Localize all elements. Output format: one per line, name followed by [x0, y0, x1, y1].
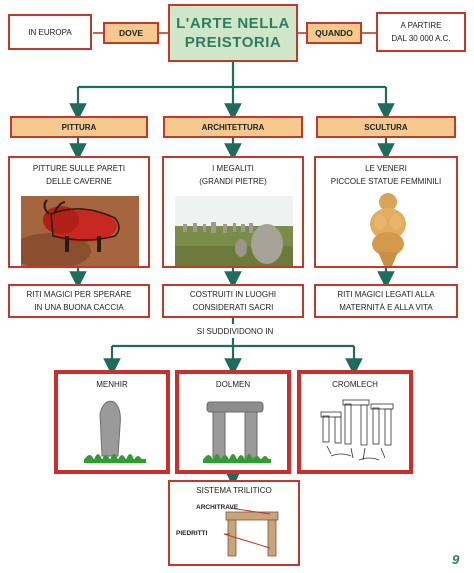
purpose-box-architettura: COSTRUITI IN LUOGHI CONSIDERATI SACRI [162, 284, 304, 318]
where-label: DOVE [118, 27, 144, 38]
category-label-text: ARCHITETTURA [201, 122, 265, 132]
where-label-box: DOVE [103, 22, 159, 44]
trilithic-diagram [223, 507, 279, 557]
category-label-text: SCULTURA [364, 122, 408, 132]
category-label-scultura: SCULTURA [316, 116, 456, 138]
description-text: PICCOLE STATUE FEMMINILI [330, 177, 442, 186]
venus-statue-image [370, 193, 406, 266]
purpose-text: RITI MAGICI LEGATI ALLA [337, 290, 435, 299]
purpose-text: CONSIDERATI SACRI [192, 303, 274, 312]
cromlech-icon [320, 399, 394, 461]
purpose-box-scultura: RITI MAGICI LEGATI ALLA MATERNITÀ E ALLA… [314, 284, 458, 318]
when-value-box: A PARTIRE DAL 30 000 A.C. [376, 12, 466, 52]
megaliths-image [175, 196, 293, 266]
purpose-text: IN UNA BUONA CACCIA [34, 303, 124, 312]
category-label-text: PITTURA [61, 122, 97, 132]
dolmen-icon [203, 401, 271, 463]
piedritti-label: PIEDRITTI [176, 530, 208, 537]
when-label-box: QUANDO [306, 22, 362, 44]
type-label: MENHIR [96, 380, 128, 389]
title-line-1: L'ARTE NELLA [176, 15, 290, 32]
category-label-architettura: ARCHITETTURA [163, 116, 303, 138]
description-text: I MEGALITI [212, 164, 254, 173]
purpose-text: COSTRUITI IN LUOGHI [189, 290, 277, 299]
cave-painting-image [21, 196, 139, 266]
description-box-architettura: I MEGALITI (GRANDI PIETRE) [162, 156, 304, 268]
type-label: CROMLECH [332, 380, 378, 389]
when-value-line-2: DAL 30 000 A.C. [391, 34, 451, 43]
purpose-text: MATERNITÀ E ALLA VITA [339, 303, 433, 312]
description-text: (GRANDI PIETRE) [199, 177, 267, 186]
title-line-2: PREISTORIA [184, 34, 282, 51]
purpose-text: RITI MAGICI PER SPERARE [26, 290, 132, 299]
description-box-pittura: PITTURE SULLE PARETI DELLE CAVERNE [8, 156, 150, 268]
subdivision-label: SI SUDDIVIDONO IN [170, 324, 300, 338]
description-box-scultura: LE VENERI PICCOLE STATUE FEMMINILI [314, 156, 458, 268]
where-value: IN EUROPA [28, 27, 72, 37]
purpose-box-pittura: RITI MAGICI PER SPERARE IN UNA BUONA CAC… [8, 284, 150, 318]
page-number: 9 [452, 552, 460, 567]
type-label: DOLMEN [215, 380, 251, 389]
when-label: QUANDO [315, 27, 353, 38]
type-box-menhir: MENHIR [54, 370, 170, 474]
architrave-label: ARCHITRAVE [196, 504, 239, 511]
trilithic-title: SISTEMA TRILITICO [196, 486, 272, 495]
category-label-pittura: PITTURA [10, 116, 148, 138]
description-text: DELLE CAVERNE [46, 177, 112, 186]
trilithic-system-box: SISTEMA TRILITICO ARCHITRAVE PIEDRITTI [168, 480, 300, 566]
description-text: LE VENERI [365, 164, 407, 173]
page-title: L'ARTE NELLA PREISTORIA [168, 4, 298, 62]
when-value-line-1: A PARTIRE [400, 21, 442, 30]
menhir-icon [84, 400, 146, 463]
description-text: PITTURE SULLE PARETI [32, 164, 126, 173]
type-box-cromlech: CROMLECH [297, 370, 413, 474]
subdivision-text: SI SUDDIVIDONO IN [196, 326, 274, 336]
type-box-dolmen: DOLMEN [175, 370, 291, 474]
where-value-box: IN EUROPA [8, 14, 92, 50]
